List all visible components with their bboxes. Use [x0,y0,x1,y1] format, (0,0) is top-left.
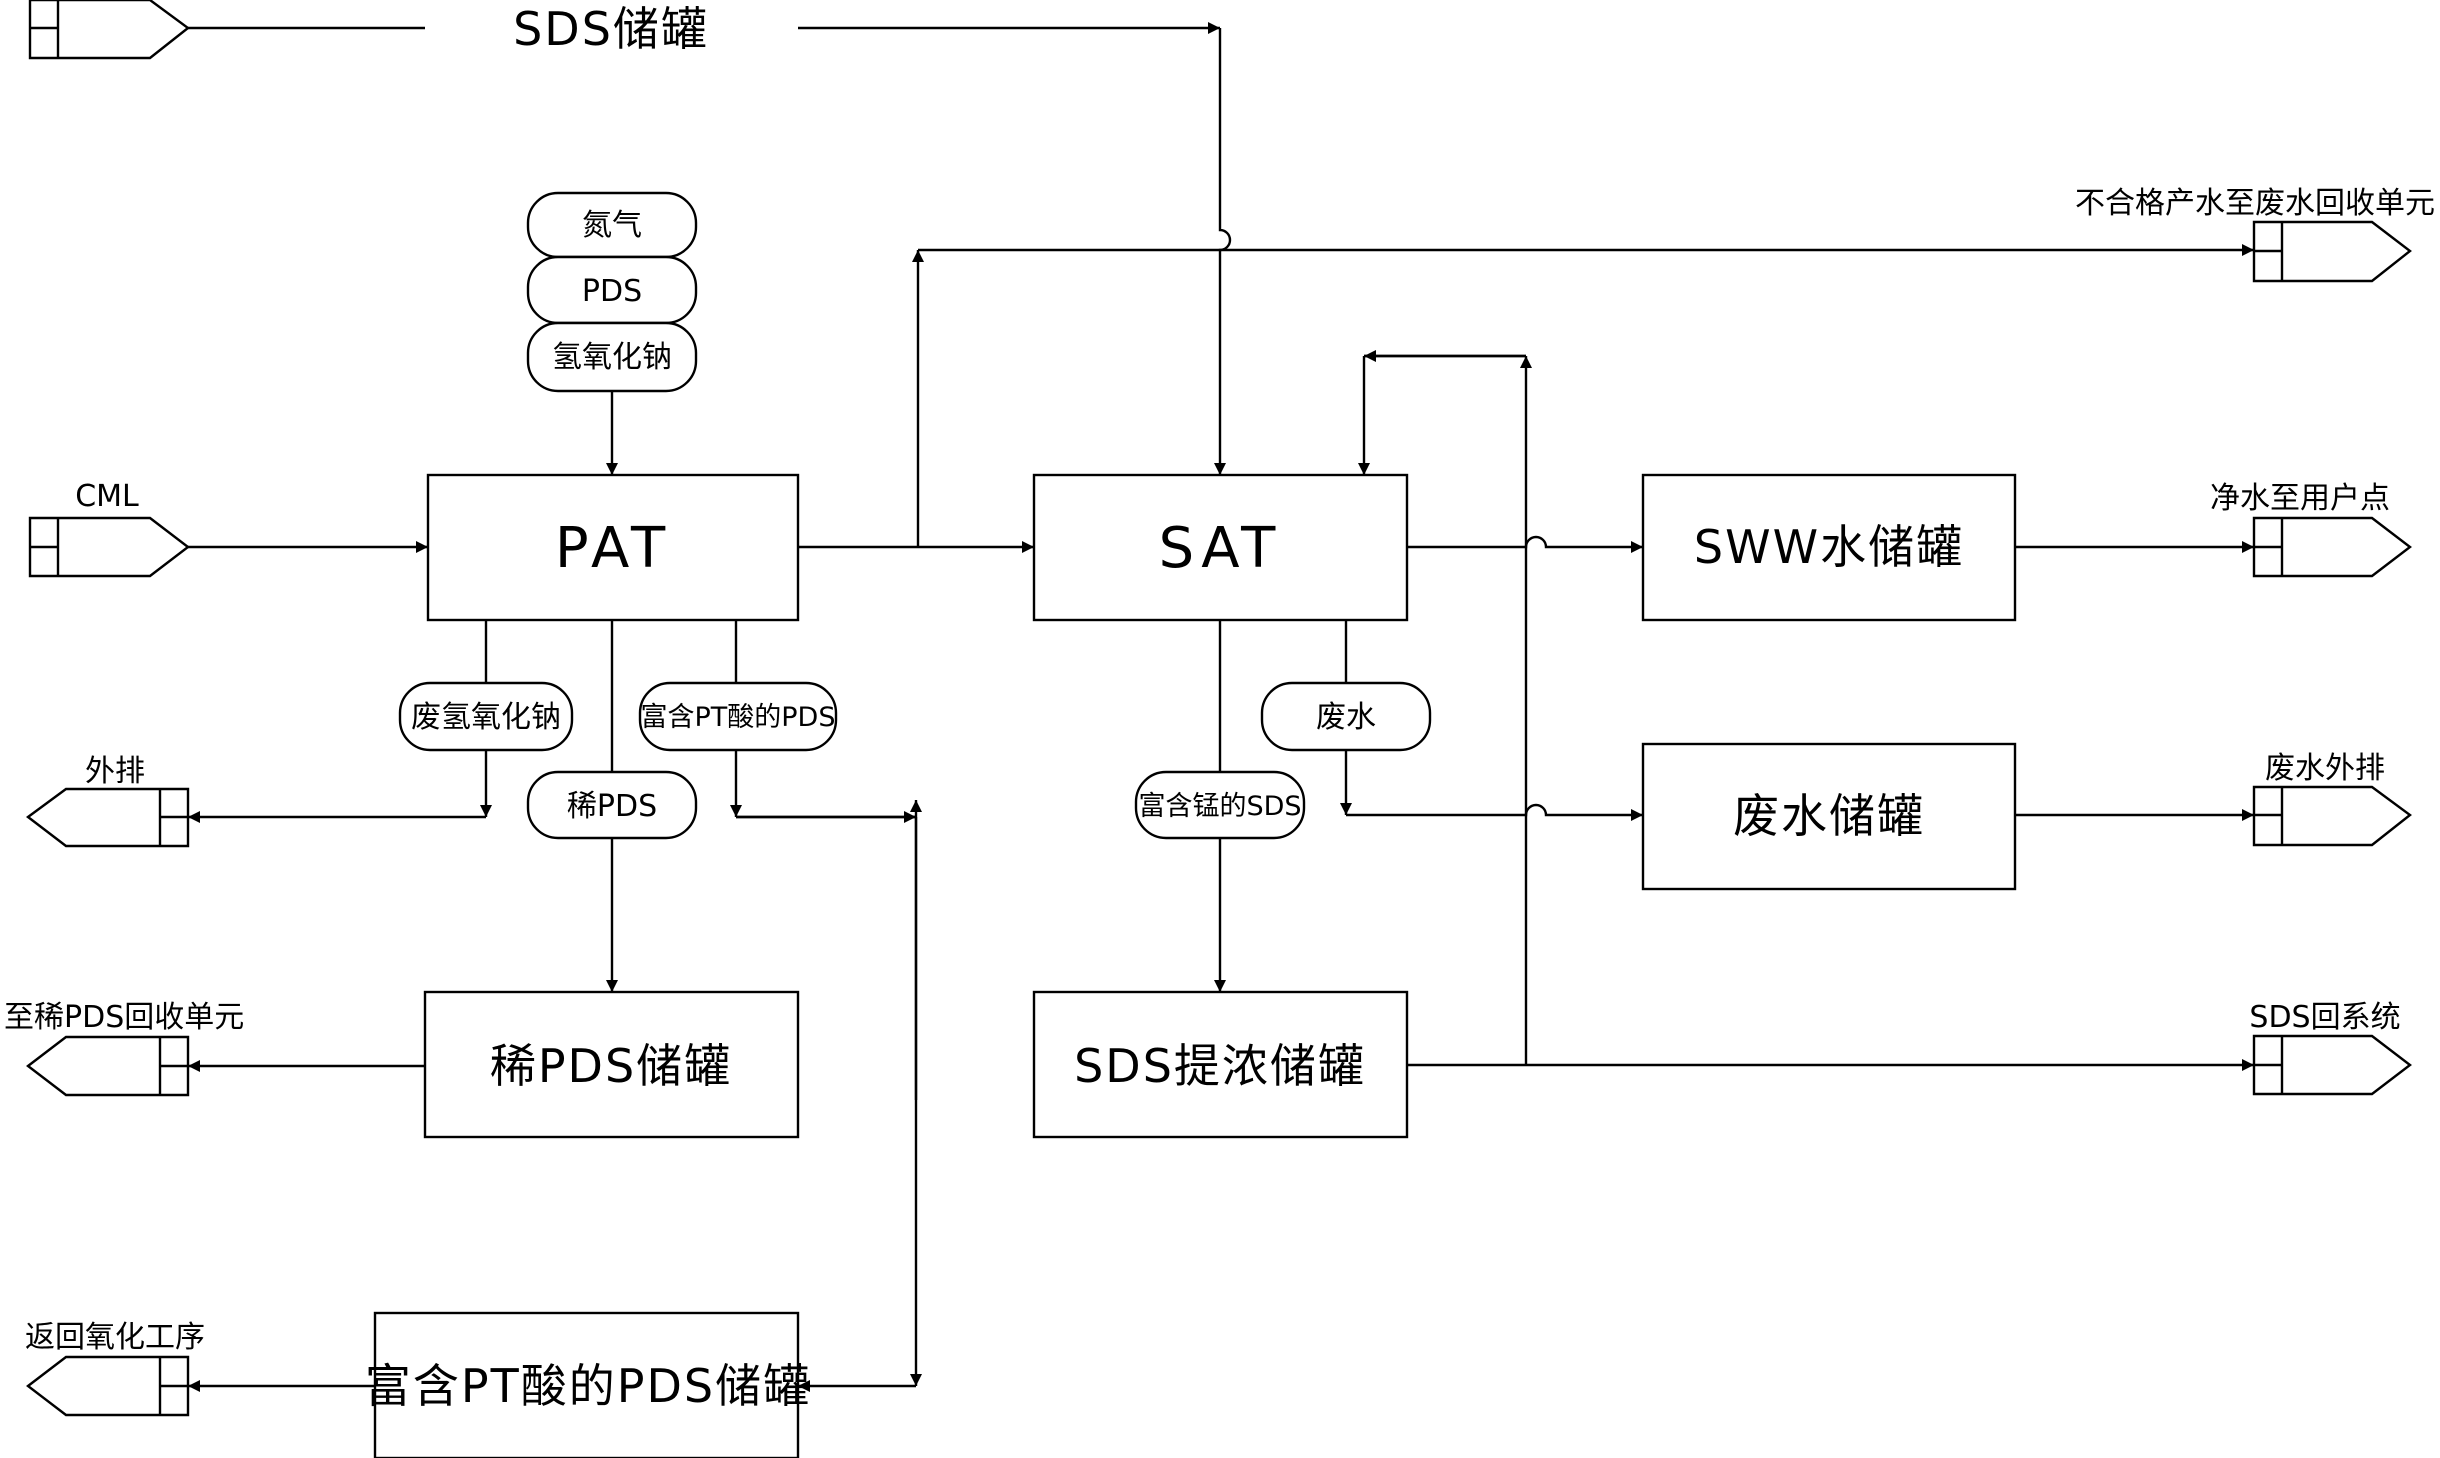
pt-pds-tank-label: 富含PT酸的PDS储罐 [365,1359,811,1413]
pill-waste-water-label: 废水 [1316,700,1376,735]
pill-naoh-label: 氢氧化钠 [552,340,672,375]
sww-tank-box [1641,473,2017,622]
cml-input-label: CML [75,479,139,514]
pill-waste-water [1260,681,1432,752]
back-to-oxidation-outlet-label: 返回氧化工序 [25,1320,205,1355]
pill-dilute-pds-label: 稀PDS [567,789,657,824]
offpage-connector-offspec-water [2252,220,2412,283]
waste-water-tank-label: 废水储罐 [1733,789,1925,843]
pill-naoh [526,321,698,393]
sds-return-outlet-label: SDS回系统 [2249,1000,2400,1035]
pill-nitrogen-label: 氮气 [582,208,642,243]
dilute-pds-tank-label: 稀PDS储罐 [490,1039,732,1093]
pt-pds-tank-box [373,1311,800,1458]
pill-waste-naoh [398,681,574,752]
sds-tank-input-label: SDS储罐 [513,2,709,56]
pill-waste-naoh-label: 废氢氧化钠 [411,700,561,735]
sds-conc-tank-label: SDS提浓储罐 [1074,1039,1366,1093]
offpage-connector-cml-input [28,516,190,578]
offpage-connector-back-to-oxidation [26,1355,190,1417]
offspec-water-outlet-label: 不合格产水至废水回收单元 [2075,186,2435,221]
to-dilute-recovery-outlet-label: 至稀PDS回收单元 [4,1000,244,1035]
discharge-outlet-label: 外排 [85,754,145,789]
pat-unit-box [426,473,800,622]
sat-unit-label: SAT [1159,516,1282,581]
pill-pt-rich-pds-label: 富含PT酸的PDS [641,702,836,733]
offpage-connector-to-dilute-recovery [26,1035,190,1097]
line-sds-to-sat-down [1214,28,1232,475]
clean-water-outlet-label: 净水至用户点 [2210,481,2390,516]
sww-tank-label: SWW水储罐 [1694,520,1964,574]
pill-pds-label: PDS [582,274,642,309]
waste-water-tank-box [1641,742,2017,891]
waste-discharge-outlet-label: 废水外排 [2265,751,2385,786]
offpage-connector-discharge [25,787,190,848]
offpage-connector-sds-return [2252,1034,2412,1096]
pat-unit-label: PAT [555,516,671,581]
sds-conc-tank-box [1032,990,1409,1139]
dilute-pds-tank-box [423,990,800,1139]
pill-mn-rich-sds-label: 富含锰的SDS [1138,791,1301,822]
offpage-connector-waste-discharge [2252,785,2412,847]
pill-dilute-pds [526,770,698,840]
sat-unit-box [1032,473,1409,622]
pill-pt-rich-pds [638,681,838,752]
pill-mn-rich-sds [1134,770,1306,840]
offpage-connector-clean-water [2252,516,2412,578]
offpage-connector-sds-input [28,0,190,60]
line-waste-to-tank [1346,803,1643,821]
